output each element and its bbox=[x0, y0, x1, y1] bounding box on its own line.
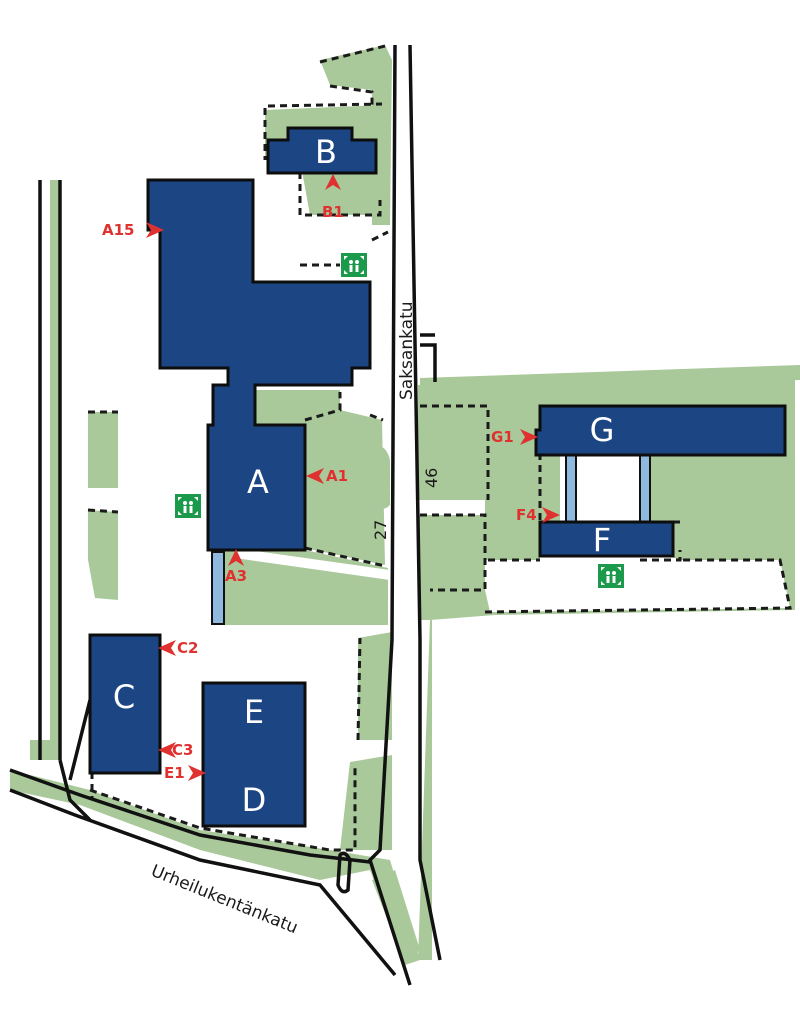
buildings bbox=[88, 126, 787, 828]
roads bbox=[9, 44, 442, 986]
connector-gf-right bbox=[639, 454, 651, 524]
street-saksankatu: Saksankatu bbox=[397, 301, 417, 400]
arrow-e1-icon bbox=[188, 765, 206, 781]
assembly-point-icon bbox=[175, 494, 201, 518]
entrance-e1-label: E1 bbox=[164, 764, 185, 782]
entrance-g1-label: G1 bbox=[491, 428, 514, 446]
arrow-a3-icon bbox=[228, 549, 244, 566]
green-mid-1 bbox=[358, 632, 392, 740]
entrance-f4-label: F4 bbox=[516, 506, 537, 524]
arrow-a1-icon bbox=[306, 468, 324, 484]
street-numbers: 27 46 bbox=[371, 468, 441, 540]
dash-east bbox=[484, 455, 792, 614]
green-areas bbox=[10, 45, 800, 965]
green-southeast bbox=[372, 870, 420, 965]
arrow-a15-icon bbox=[146, 222, 164, 238]
paved-areas bbox=[235, 455, 790, 612]
road-east-entry bbox=[420, 333, 437, 382]
building-e-label: E bbox=[244, 693, 264, 731]
road-left-curve bbox=[38, 180, 62, 760]
entrance-labels: B1 A15 A1 A3 C2 C3 E1 G1 F4 bbox=[102, 203, 537, 782]
dash-b-area bbox=[267, 102, 383, 108]
road-median bbox=[336, 851, 352, 894]
saksankatu-road-left bbox=[368, 44, 412, 986]
building-f-shape[interactable] bbox=[538, 520, 675, 558]
building-c-shape[interactable] bbox=[88, 633, 162, 775]
dash-center bbox=[304, 392, 386, 568]
street-number-46: 46 bbox=[422, 468, 441, 488]
building-b-shape[interactable] bbox=[266, 126, 378, 175]
entrance-c3-label: C3 bbox=[172, 741, 193, 759]
building-f-label: F bbox=[593, 521, 611, 559]
green-east-big bbox=[418, 368, 795, 960]
paved-between bbox=[418, 500, 485, 515]
dash-parking-top bbox=[300, 230, 389, 267]
assembly-points bbox=[175, 253, 624, 588]
entrance-c2-label: C2 bbox=[177, 639, 198, 657]
entrance-a3-label: A3 bbox=[225, 567, 247, 585]
building-d-label: D bbox=[242, 781, 267, 819]
road-c-curve bbox=[68, 699, 92, 781]
green-east-top bbox=[420, 365, 800, 392]
arrow-c2-icon bbox=[158, 640, 176, 656]
dash-right-boxes bbox=[420, 404, 490, 592]
building-b-label: B bbox=[315, 133, 337, 171]
building-g-shape[interactable] bbox=[534, 404, 787, 457]
paved-pathway bbox=[235, 548, 390, 580]
street-number-27: 27 bbox=[371, 520, 390, 540]
urheilukentankatu-road-top bbox=[9, 768, 371, 864]
arrow-g1-icon bbox=[520, 429, 538, 445]
building-a-shape[interactable] bbox=[146, 178, 372, 552]
green-oval bbox=[370, 446, 390, 509]
dash-south bbox=[89, 637, 362, 852]
green-left-strip bbox=[30, 180, 60, 760]
paved-east bbox=[485, 545, 790, 612]
saksankatu-road-right bbox=[408, 44, 442, 961]
connector-gf-left bbox=[565, 454, 577, 524]
entrance-a15-label: A15 bbox=[102, 221, 134, 239]
dash-north bbox=[263, 44, 386, 217]
green-small-2 bbox=[88, 510, 118, 600]
building-a-label: A bbox=[247, 463, 269, 501]
connector-a bbox=[211, 551, 225, 625]
building-ed-shape[interactable] bbox=[201, 681, 307, 828]
entrance-b1-label: B1 bbox=[322, 203, 344, 221]
arrow-f4-icon bbox=[542, 507, 560, 523]
building-labels: B A C E D G F bbox=[113, 133, 615, 819]
green-small-1 bbox=[88, 412, 118, 488]
arrow-b1-icon bbox=[325, 174, 341, 190]
assembly-point-icon bbox=[341, 253, 367, 277]
building-g-label: G bbox=[590, 411, 615, 449]
building-c-label: C bbox=[113, 678, 135, 716]
dashed-boundaries bbox=[87, 44, 792, 852]
street-urheilukentankatu: Urheilukentänkatu bbox=[148, 861, 300, 938]
arrow-c3-icon bbox=[158, 742, 176, 758]
paved-gf-courtyard bbox=[560, 455, 645, 522]
assembly-point-icon bbox=[598, 564, 624, 588]
entrance-arrows bbox=[146, 174, 560, 781]
green-mid-2 bbox=[340, 755, 392, 850]
dash-small-boxes bbox=[87, 410, 119, 514]
urheilukentankatu-road-bottom bbox=[9, 788, 397, 977]
road-diagonal bbox=[58, 759, 92, 822]
entrance-a1-label: A1 bbox=[326, 467, 348, 485]
